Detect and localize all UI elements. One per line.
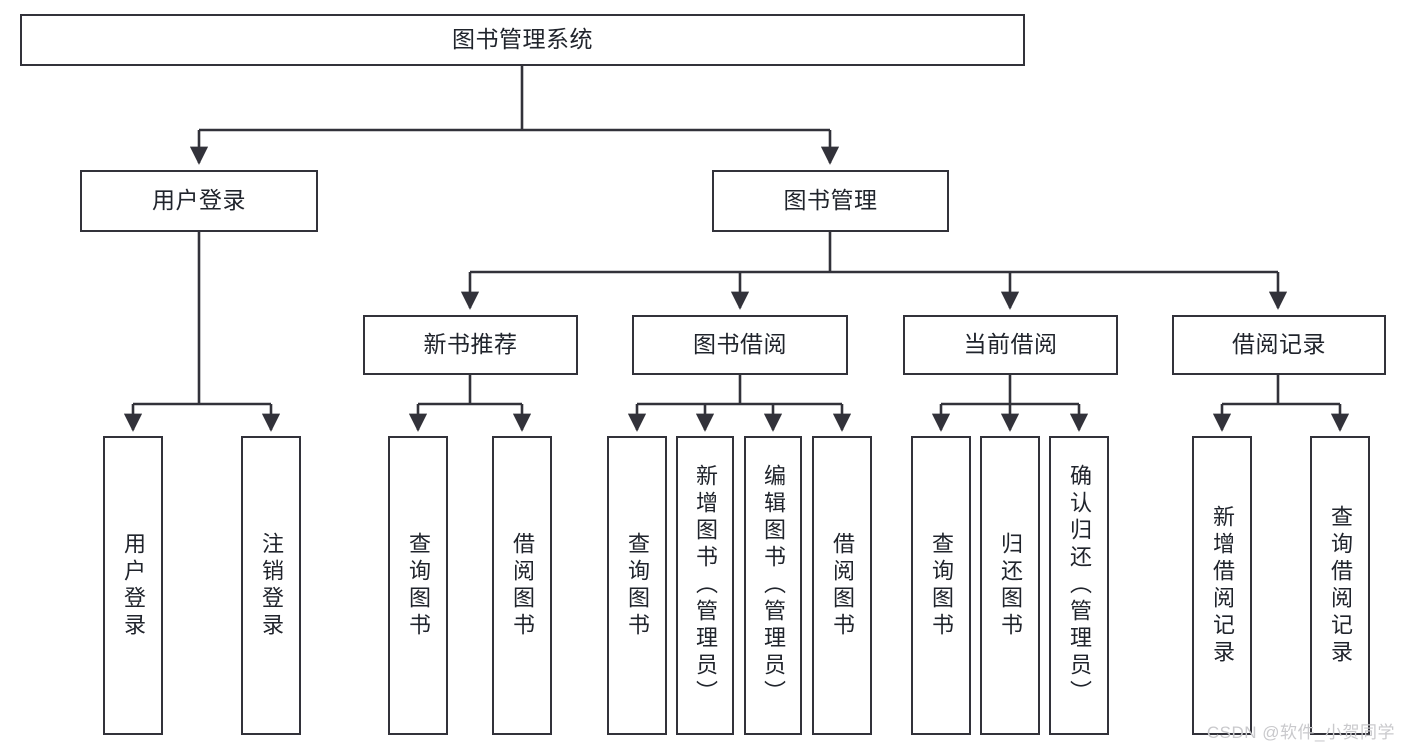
node-label: 新书推荐 (423, 331, 518, 358)
node-label: 图书管理 (783, 187, 878, 214)
node-user-login[interactable]: 用户登录 (80, 170, 318, 232)
node-label: 借阅图书 (510, 531, 535, 640)
node-leaf-borrow-book-recommend[interactable]: 借阅图书 (492, 436, 552, 735)
node-label: 查询图书 (929, 531, 954, 640)
node-label: 用户登录 (152, 187, 246, 214)
node-label: 查询借阅记录 (1328, 504, 1353, 667)
node-leaf-query-book-recommend[interactable]: 查询图书 (388, 436, 448, 735)
node-leaf-add-borrow-record[interactable]: 新增借阅记录 (1192, 436, 1252, 735)
node-leaf-query-book-current[interactable]: 查询图书 (911, 436, 971, 735)
node-label: 新增图书（管理员） (693, 464, 718, 707)
node-label: 当前借阅 (963, 331, 1058, 358)
watermark-text: CSDN @软件_小贺同学 (1206, 723, 1395, 742)
node-leaf-logout[interactable]: 注销登录 (241, 436, 301, 735)
node-leaf-edit-book-admin[interactable]: 编辑图书（管理员） (744, 436, 802, 735)
node-root-book-management-system[interactable]: 图书管理系统 (20, 14, 1025, 66)
node-label: 借阅记录 (1232, 331, 1326, 358)
node-leaf-query-borrow-record[interactable]: 查询借阅记录 (1310, 436, 1370, 735)
node-leaf-add-book-admin[interactable]: 新增图书（管理员） (676, 436, 734, 735)
node-leaf-user-login[interactable]: 用户登录 (103, 436, 163, 735)
node-label: 图书管理系统 (452, 26, 593, 53)
node-label: 归还图书 (998, 531, 1023, 640)
node-new-book-recommend[interactable]: 新书推荐 (363, 315, 578, 375)
node-label: 图书借阅 (693, 331, 787, 358)
node-leaf-borrow-book[interactable]: 借阅图书 (812, 436, 872, 735)
node-book-borrow[interactable]: 图书借阅 (632, 315, 848, 375)
node-label: 用户登录 (121, 531, 146, 640)
node-label: 编辑图书（管理员） (761, 464, 786, 707)
node-label: 查询图书 (625, 531, 650, 640)
node-leaf-query-book-borrow[interactable]: 查询图书 (607, 436, 667, 735)
node-label: 新增借阅记录 (1210, 504, 1235, 667)
node-leaf-return-book[interactable]: 归还图书 (980, 436, 1040, 735)
node-book-management[interactable]: 图书管理 (712, 170, 949, 232)
node-leaf-confirm-return-admin[interactable]: 确认归还（管理员） (1049, 436, 1109, 735)
node-label: 确认归还（管理员） (1067, 464, 1092, 707)
node-label: 查询图书 (406, 531, 431, 640)
node-label: 注销登录 (259, 531, 284, 640)
node-label: 借阅图书 (830, 531, 855, 640)
node-current-borrow[interactable]: 当前借阅 (903, 315, 1118, 375)
node-borrow-record[interactable]: 借阅记录 (1172, 315, 1386, 375)
